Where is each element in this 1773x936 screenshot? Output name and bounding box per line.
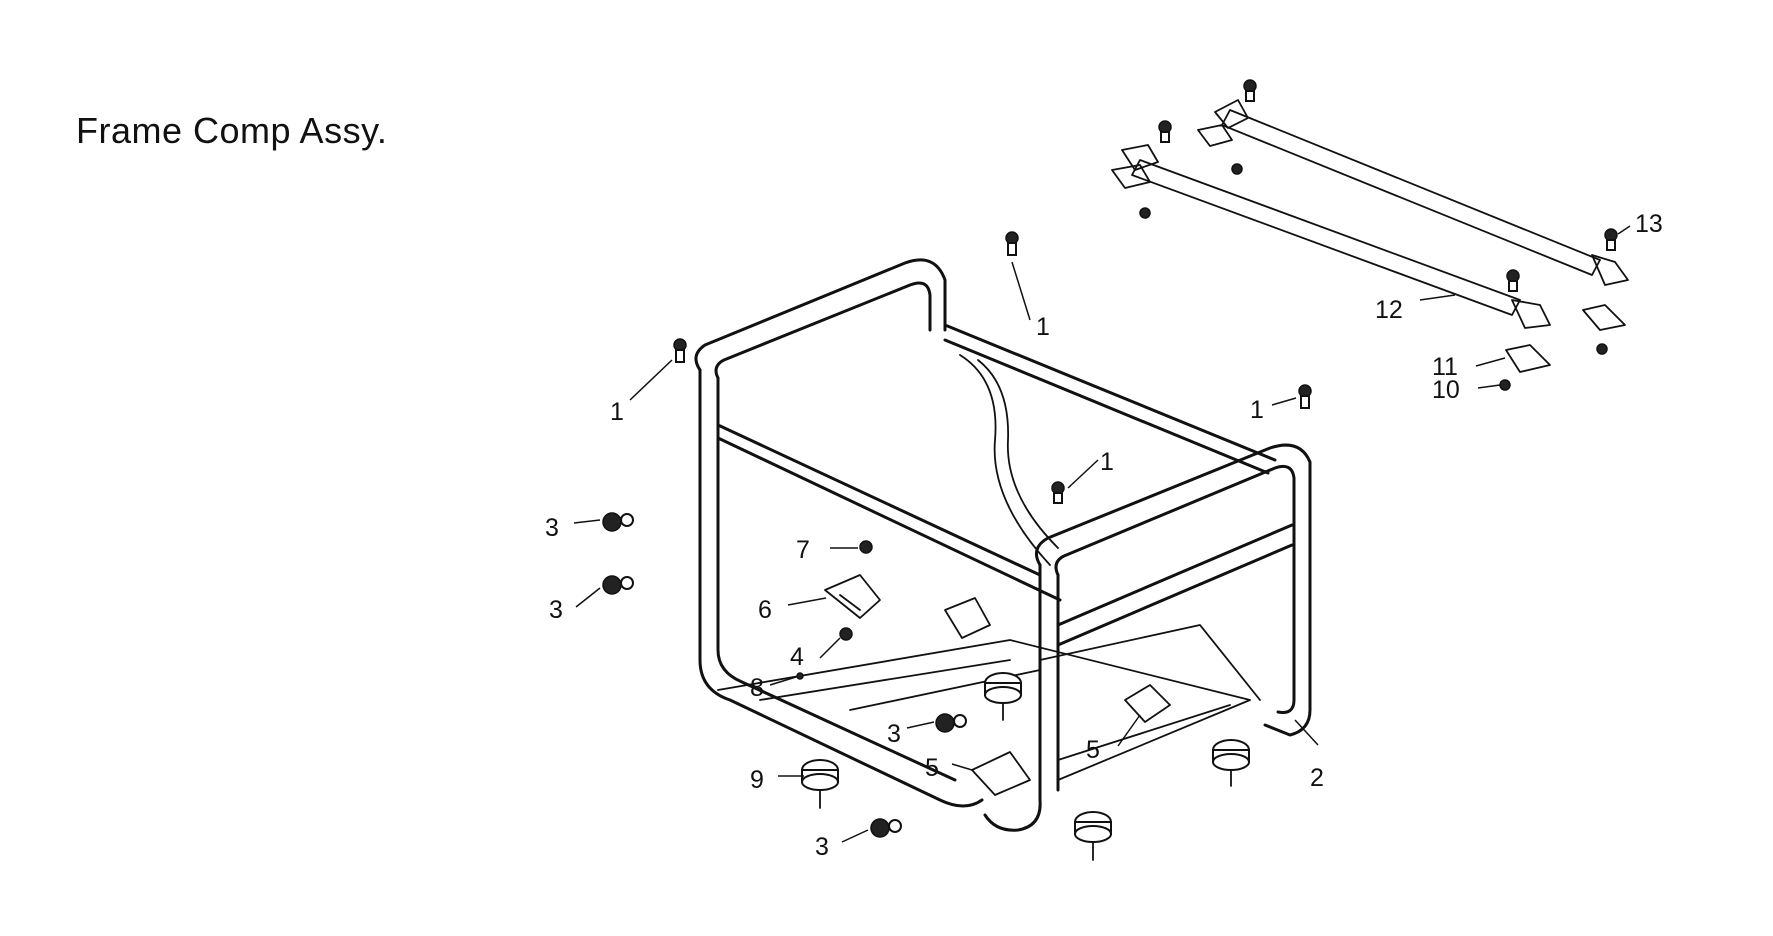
callout-11: 11 bbox=[1432, 353, 1458, 381]
diagram-title: Frame Comp Assy. bbox=[76, 110, 388, 151]
rubber-foot-9b-icon bbox=[984, 672, 1022, 721]
callout-8: 8 bbox=[750, 674, 764, 702]
callout-6: 6 bbox=[758, 596, 772, 624]
callout-1b: 1 bbox=[1036, 313, 1050, 341]
callout-13: 13 bbox=[1635, 210, 1663, 238]
callout-1d: 1 bbox=[1250, 396, 1264, 424]
callout-2: 2 bbox=[1310, 764, 1324, 792]
callout-12: 12 bbox=[1375, 296, 1403, 324]
rubber-foot-9a-icon bbox=[801, 759, 839, 809]
callout-5b: 5 bbox=[1086, 736, 1100, 764]
mount-bracket-5-right bbox=[1124, 684, 1171, 723]
frame-top-crossbars bbox=[716, 323, 1294, 647]
strap-nut-10-icon bbox=[1139, 163, 1608, 391]
mount-bracket-6 bbox=[824, 574, 881, 619]
bolt-1a-icon bbox=[673, 338, 687, 363]
washer-4-icon bbox=[839, 627, 853, 641]
frame-rear-loop bbox=[694, 258, 984, 808]
strap-12-upper bbox=[1214, 99, 1629, 286]
callout-1c: 1 bbox=[1100, 448, 1114, 476]
callout-4: 4 bbox=[790, 643, 804, 671]
rubber-foot-9c-icon bbox=[1074, 811, 1112, 861]
frame-front-loop bbox=[983, 443, 1312, 832]
leader-lines bbox=[573, 225, 1631, 843]
strap-bolt-13-icon bbox=[1158, 79, 1618, 292]
rubber-foot-9d-icon bbox=[1212, 739, 1250, 787]
callout-3b: 3 bbox=[549, 596, 563, 624]
nut-3c-icon bbox=[935, 713, 967, 733]
bolt-1c-icon bbox=[1051, 481, 1065, 504]
strap-plate-11-icon bbox=[1111, 124, 1626, 373]
nut-3a-icon bbox=[602, 512, 634, 532]
callout-7: 7 bbox=[796, 536, 810, 564]
nut-3d-icon bbox=[870, 818, 902, 838]
callout-3a: 3 bbox=[545, 514, 559, 542]
bolt-1b-icon bbox=[1005, 231, 1019, 256]
callout-9: 9 bbox=[750, 766, 764, 794]
callout-1a: 1 bbox=[610, 398, 624, 426]
strap-12-lower bbox=[1121, 144, 1551, 329]
washer-7-icon bbox=[859, 540, 873, 554]
callout-10: 10 bbox=[1432, 376, 1460, 404]
nut-3b-icon bbox=[602, 575, 634, 595]
callout-labels: 1 1 1 1 2 3 3 3 3 4 5 5 6 7 8 9 10 11 12… bbox=[545, 210, 1663, 861]
screw-8-icon bbox=[796, 672, 804, 680]
callout-5a: 5 bbox=[925, 754, 939, 782]
bolt-1d-icon bbox=[1298, 384, 1312, 409]
mount-bracket-center bbox=[944, 597, 991, 639]
callout-3c: 3 bbox=[887, 720, 901, 748]
callout-3d: 3 bbox=[815, 833, 829, 861]
mount-bracket-5-left bbox=[971, 751, 1031, 796]
